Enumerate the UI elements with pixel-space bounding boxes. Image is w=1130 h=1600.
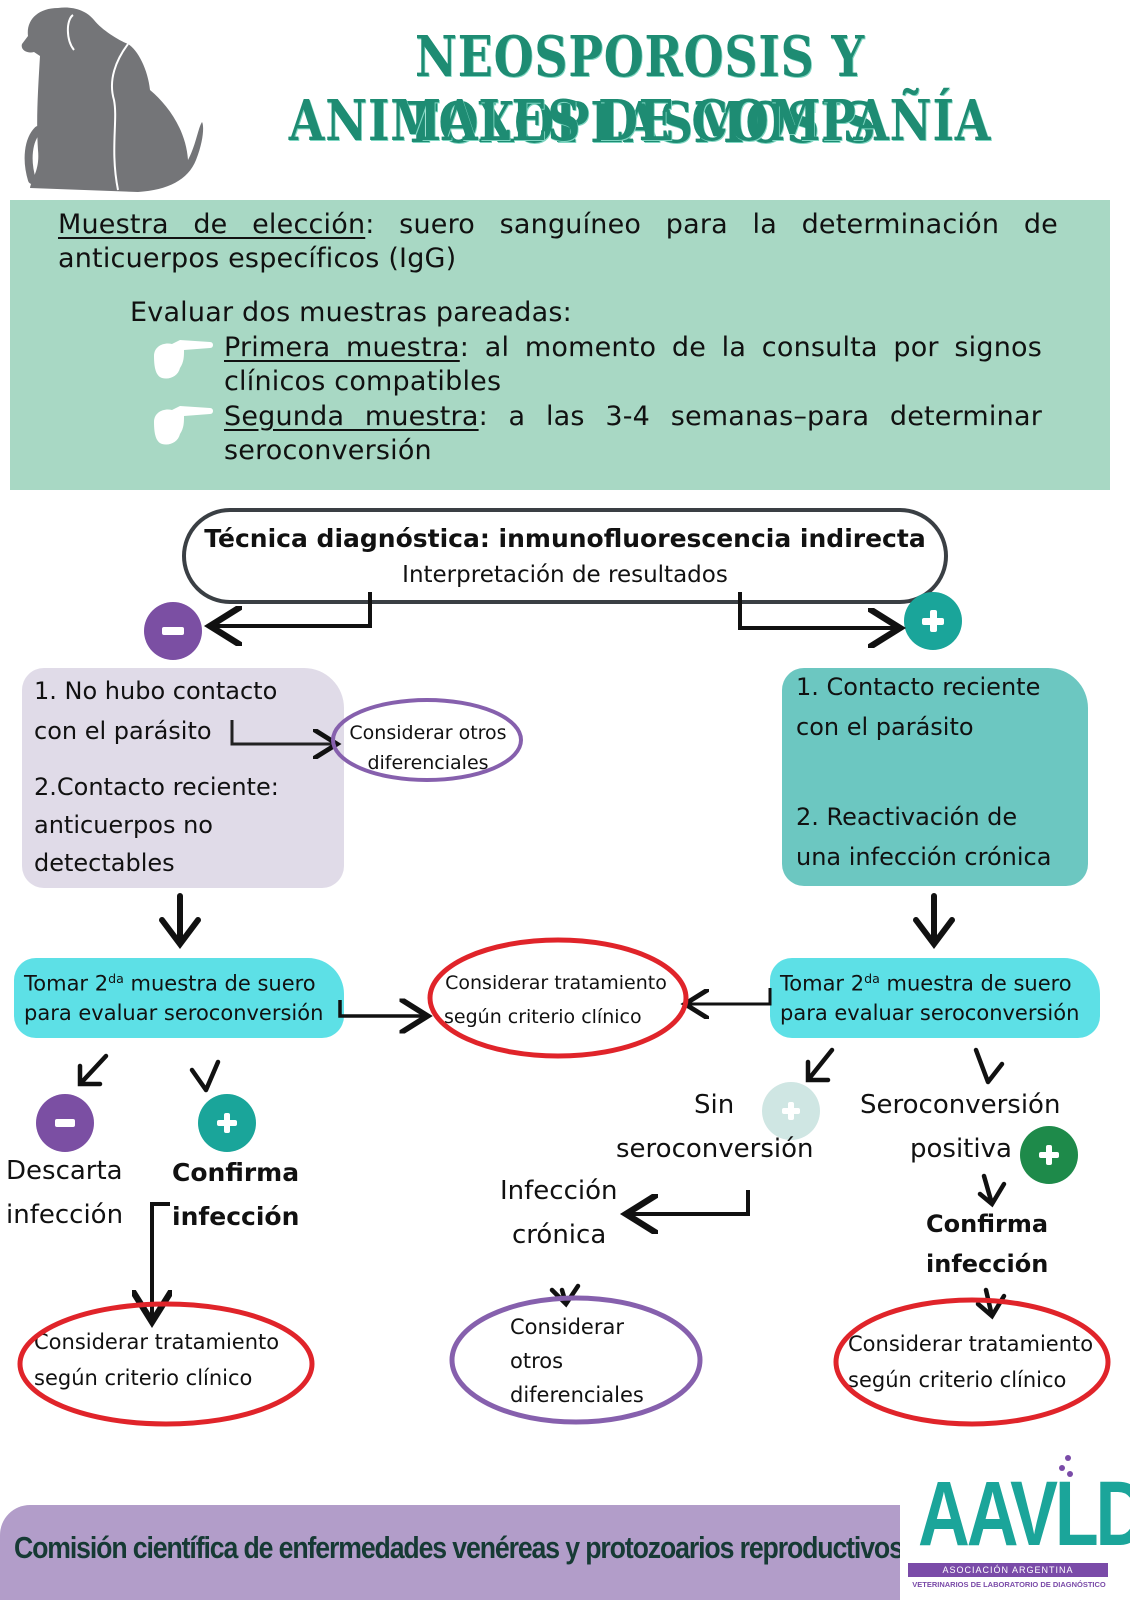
pos-item1-line2: con el parásito (796, 713, 974, 741)
arrow-seroconv-confirm (977, 1173, 1007, 1208)
positive-seroconversion-line2: positiva (910, 1134, 1012, 1164)
technique-subtitle: Interpretación de resultados (402, 562, 728, 588)
pointing-hand-icon (154, 340, 213, 379)
chronic-infection-line1: Infección (500, 1176, 618, 1206)
minus-icon (55, 1119, 75, 1127)
pointing-hand-icon (154, 406, 213, 445)
second-sample-line2: seroconversión (224, 435, 432, 466)
dog-cat-silhouette-icon (21, 7, 204, 192)
positive-seroconversion-badge (1020, 1126, 1078, 1184)
plus-icon-v (224, 1113, 230, 1133)
title-line-2: ANIMALES DE COMPAÑÍA (288, 88, 992, 154)
pos-item2-line1: 2. Reactivación de (796, 803, 1018, 831)
second-sample-label: Segunda muestra (224, 401, 479, 432)
arrow-to-confirm (189, 1059, 221, 1093)
sample-choice-label: Muestra de elección (58, 209, 366, 240)
consider-differentials-note: Considerar otros diferenciales (349, 722, 507, 774)
second-sample-line1: Segunda muestra: a las 3-4 semanas–para … (224, 401, 1042, 432)
no-seroconversion-line1: Sin (694, 1090, 735, 1120)
arrow-to-discard (77, 1053, 109, 1087)
arrow-neg-to-center (338, 1000, 424, 1016)
footer-band (0, 1505, 900, 1600)
confirm-badge (198, 1094, 256, 1152)
positive-interpretation-box: 1. Contacto reciente con el parásito 2. … (782, 668, 1088, 886)
test-tube-bubbles-icon (1059, 1455, 1073, 1477)
confirm-infection-line2: infección (172, 1202, 300, 1231)
arrow-to-chronic (630, 1190, 750, 1214)
arrow-pos-down (913, 893, 955, 949)
arrow-neg-down (159, 893, 201, 949)
arrow-chronic-down (549, 1283, 581, 1308)
minus-icon (162, 627, 184, 635)
plus-icon-v (788, 1102, 794, 1120)
first-sample-label: Primera muestra (224, 332, 460, 363)
technique-box: Técnica diagnóstica: inmunofluorescencia… (182, 508, 948, 604)
confirm-infection-line1: Confirma (172, 1158, 300, 1187)
neg-second-sample-line2: para evaluar seroconversión (24, 1001, 324, 1025)
negative-second-sample-box: Tomar 2da muestra de suero para evaluar … (14, 958, 344, 1038)
positive-result-badge (904, 592, 962, 650)
arrow-to-no-seroconv (805, 1047, 835, 1083)
neg-item2-line1: 2.Contacto reciente: (34, 773, 279, 801)
discard-infection-line1: Descarta (6, 1156, 123, 1186)
plus-icon-v (1046, 1145, 1052, 1165)
first-sample-line1: Primera muestra: al momento de la consul… (224, 332, 1042, 363)
logo-letters: AAVLD (918, 1463, 1130, 1565)
pos-item2-line2: una infección crónica (796, 843, 1052, 871)
neg-second-sample-line1: Tomar 2da muestra de suero (24, 971, 316, 996)
arrow-pos-to-center (688, 988, 772, 1004)
discard-infection-line2: infección (6, 1200, 124, 1230)
neg-final-treatment-note: Considerar tratamiento según criterio cl… (34, 1330, 280, 1390)
plus-icon-v (929, 610, 937, 632)
pos-second-sample-line2: para evaluar seroconversión (780, 1001, 1080, 1025)
center-treatment-note: Considerar tratamiento según criterio cl… (444, 972, 667, 1028)
pos-final-treatment-note: Considerar tratamiento según criterio cl… (848, 1332, 1094, 1392)
positive-seroconversion-line1: Seroconversión (860, 1090, 1061, 1120)
pos-item1-line1: 1. Contacto reciente (796, 673, 1041, 701)
neg-item2-line2: anticuerpos no (34, 811, 213, 839)
sample-choice-line2: anticuerpos específicos (IgG) (58, 243, 457, 274)
sample-choice-line1: Muestra de elección: suero sanguíneo par… (58, 209, 1058, 240)
title-line-1: NEOSPOROSIS Y TOXOPLASMOSIS (403, 24, 877, 156)
technique-title: Técnica diagnóstica: inmunofluorescencia… (204, 524, 926, 553)
commission-label: Comisión científica de enfermedades vené… (14, 1530, 904, 1565)
arrow-confirm-treatment (975, 1287, 1007, 1320)
positive-second-sample-box: Tomar 2da muestra de suero para evaluar … (770, 958, 1100, 1038)
chronic-infection-line2: crónica (512, 1220, 607, 1250)
arrow-to-seroconv (973, 1047, 1005, 1085)
neg-item1-line2: con el parásito (34, 717, 212, 745)
pos-second-sample-line1: Tomar 2da muestra de suero (780, 971, 1072, 996)
faded-plus-badge (762, 1082, 820, 1140)
discard-badge (36, 1094, 94, 1152)
arrow-confirm-to-treatment (152, 1202, 170, 1318)
chronic-differentials-note: Considerar otros diferenciales (510, 1315, 644, 1407)
pos-confirm-infection-line2: infección (926, 1250, 1049, 1278)
logo-subtitle: VETERINARIOS DE LABORATORIO DE DIAGNÓSTI… (912, 1580, 1106, 1589)
negative-interpretation-box: 1. No hubo contacto con el parásito 2.Co… (22, 668, 344, 888)
sample-info-panel: Muestra de elección: suero sanguíneo par… (10, 200, 1110, 490)
paired-samples-intro: Evaluar dos muestras pareadas: (130, 297, 572, 328)
pos-confirm-infection-line1: Confirma (926, 1210, 1049, 1238)
aavld-logo: AAVLD ASOCIACIÓN ARGENTINA VETERINARIOS … (900, 1450, 1130, 1600)
no-seroconversion-line2: seroconversión (616, 1134, 814, 1164)
first-sample-line2: clínicos compatibles (224, 366, 502, 397)
negative-result-badge (144, 602, 202, 660)
logo-association: ASOCIACIÓN ARGENTINA (908, 1563, 1108, 1577)
neg-item2-line3: detectables (34, 849, 175, 877)
neg-item1-line1: 1. No hubo contacto (34, 677, 278, 705)
